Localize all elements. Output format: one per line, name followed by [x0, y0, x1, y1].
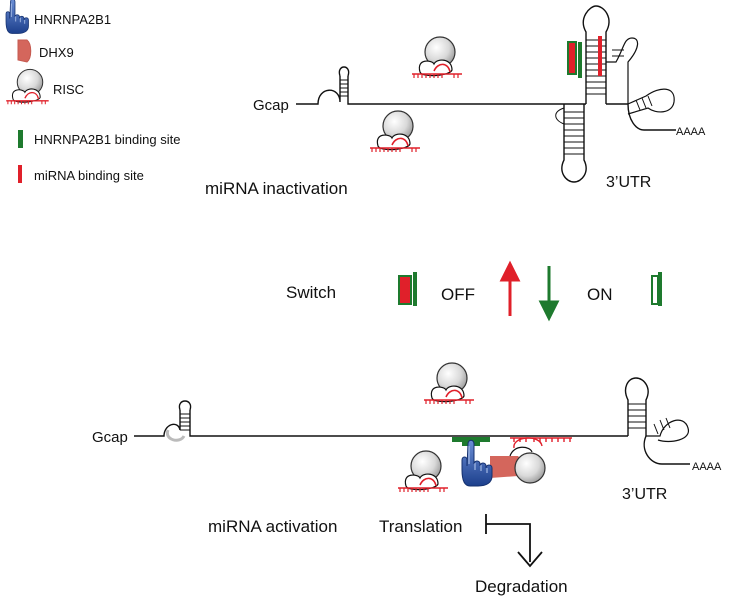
translation-label: Translation: [379, 517, 462, 536]
top-risc-complex-upper: [411, 36, 463, 79]
bottom-hnrnpa2b1-site-marker: [452, 437, 490, 442]
switch-off-label: OFF: [441, 285, 475, 304]
bottom-bound-risc: [514, 452, 546, 484]
risc-complex-icon: [5, 68, 50, 105]
legend: HNRNPA2B1 DHX9 RISC HNRNPA2B1 binding si…: [5, 0, 180, 183]
legend-dhx9-label: DHX9: [39, 45, 74, 60]
bottom-mrna-backbone: [134, 410, 628, 437]
bottom-gcap-label: Gcap: [92, 429, 128, 446]
legend-hnrnpa2b1-site-label: HNRNPA2B1 binding site: [34, 132, 180, 147]
dhx9-wedge-icon: [17, 39, 32, 63]
green-down-arrow-icon: [538, 266, 560, 322]
bottom-hnrnpa2b1-hand: [461, 439, 493, 487]
switch-off-site-marker: [398, 272, 417, 306]
top-utr-label: 3’UTR: [606, 174, 651, 191]
red-up-arrow-icon: [499, 260, 521, 316]
top-polya-label: AAAA: [676, 126, 706, 138]
top-mirna-site-marker: [598, 36, 602, 76]
switch-on-site-marker: [651, 272, 662, 306]
bottom-risc-complex-upper: [423, 362, 475, 405]
legend-risc-label: RISC: [53, 82, 84, 97]
bottom-dhx9-wedge: [490, 456, 521, 478]
hnrnpa2b1-hand-icon: [5, 0, 29, 34]
switch-on-label: ON: [587, 285, 613, 304]
inhibition-connector: [485, 514, 531, 562]
bottom-risc-complex-lower: [397, 450, 449, 493]
top-caption: miRNA inactivation: [205, 179, 348, 198]
degradation-label: Degradation: [475, 577, 568, 596]
top-mrna-diagram: Gcap AAAA 3’UTR miRNA inactivation: [205, 5, 706, 198]
top-hnrnpa2b1-site-marker: [567, 41, 577, 75]
top-risc-complex-lower: [369, 110, 421, 153]
bottom-caption: miRNA activation: [208, 517, 337, 536]
mirna-binding-site-icon: [18, 165, 22, 183]
down-arrow-icon: [517, 551, 543, 568]
top-gcap-label: Gcap: [253, 97, 289, 114]
bottom-polya-label: AAAA: [692, 461, 722, 473]
legend-mirna-site-label: miRNA binding site: [34, 168, 144, 183]
switch-label: Switch: [286, 283, 336, 302]
top-mrna-backbone: [296, 76, 586, 105]
legend-hnrnpa2b1-label: HNRNPA2B1: [34, 12, 111, 27]
switch-row: Switch OFF ON: [286, 260, 662, 322]
bottom-mrna-diagram: Gcap AAAA 3’UTR miRNA activation Transla: [92, 362, 722, 596]
hnrnpa2b1-binding-site-icon: [18, 130, 23, 148]
bottom-utr-label: 3’UTR: [622, 486, 667, 503]
